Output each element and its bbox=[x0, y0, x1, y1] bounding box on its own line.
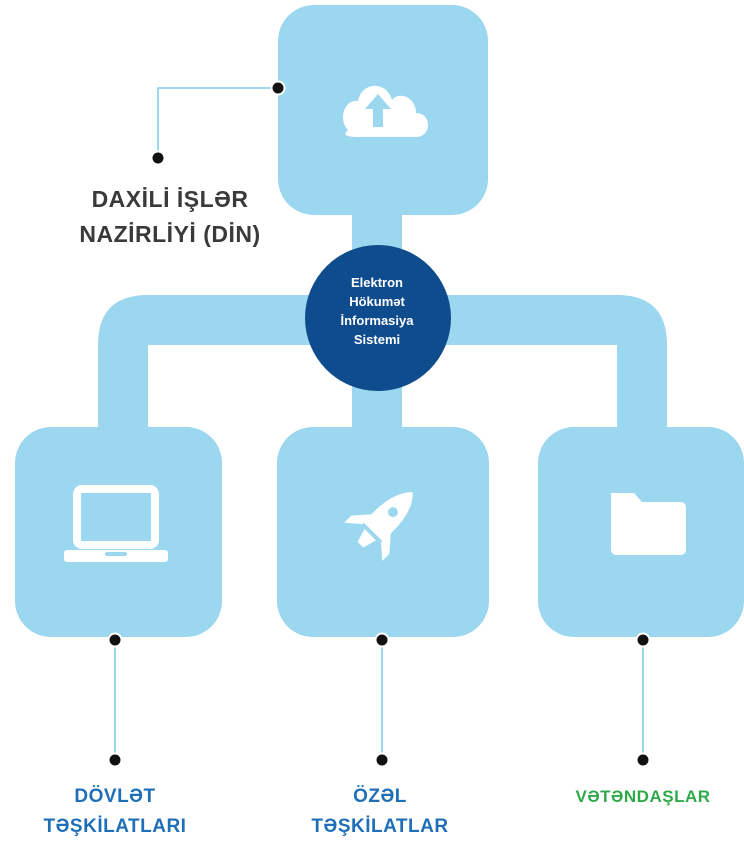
branch-left bbox=[98, 295, 354, 470]
label-ozel-line-1: ÖZƏL bbox=[353, 786, 407, 807]
branch-right bbox=[400, 295, 667, 470]
label-dovlet-teskilatlari: DÖVLƏT TƏŞKİLATLARI bbox=[20, 782, 210, 842]
hub-label-line-2: Hökumət bbox=[349, 294, 405, 309]
dot-folder-node bbox=[635, 632, 651, 648]
label-ozel-teskilatlar: ÖZƏL TƏŞKİLATLAR bbox=[285, 782, 475, 842]
label-din-line-2: NAZİRLİYİ (DİN) bbox=[79, 221, 261, 247]
callout-line-din bbox=[157, 87, 278, 158]
laptop-icon bbox=[64, 485, 168, 562]
rocket-icon bbox=[344, 492, 413, 561]
folder-icon bbox=[611, 493, 686, 555]
node-rocket bbox=[277, 427, 489, 637]
node-laptop bbox=[15, 427, 222, 637]
label-dovlet-line-2: TƏŞKİLATLARI bbox=[43, 816, 187, 837]
label-dovlet-line-1: DÖVLƏT bbox=[74, 786, 156, 807]
hub-label-line-1: Elektron bbox=[350, 275, 403, 290]
cloud-upload-icon bbox=[343, 85, 428, 137]
label-ozel-line-2: TƏŞKİLATLAR bbox=[311, 816, 449, 837]
hub-label-line-3: İnformasiya bbox=[340, 313, 414, 328]
dot-rocket-node bbox=[374, 632, 390, 648]
dot-vetendas-label bbox=[635, 752, 651, 768]
hub-label-line-4: Sistemi bbox=[353, 332, 401, 347]
label-daxili-isler-nazirliyi: DAXİLİ İŞLƏR NAZİRLİYİ (DİN) bbox=[60, 182, 280, 252]
dot-ozel-label bbox=[374, 752, 390, 768]
dot-top-node bbox=[270, 80, 286, 96]
label-din-line-1: DAXİLİ İŞLƏR bbox=[91, 186, 249, 212]
node-folder bbox=[538, 427, 744, 637]
callout-dots bbox=[107, 80, 651, 768]
dot-din-label bbox=[150, 150, 166, 166]
hub-label: Elektron Hökumət İnformasiya Sistemi bbox=[305, 273, 449, 349]
top-node bbox=[278, 5, 488, 215]
callout-lines bbox=[114, 87, 644, 760]
node-laptop-box bbox=[15, 427, 222, 637]
label-vetendaslar: VƏTƏNDAŞLAR bbox=[548, 782, 738, 812]
hub-circle bbox=[305, 245, 451, 391]
dot-laptop-node bbox=[107, 632, 123, 648]
dot-dovlet-label bbox=[107, 752, 123, 768]
label-vetendas-line-1: VƏTƏNDAŞLAR bbox=[575, 787, 711, 806]
